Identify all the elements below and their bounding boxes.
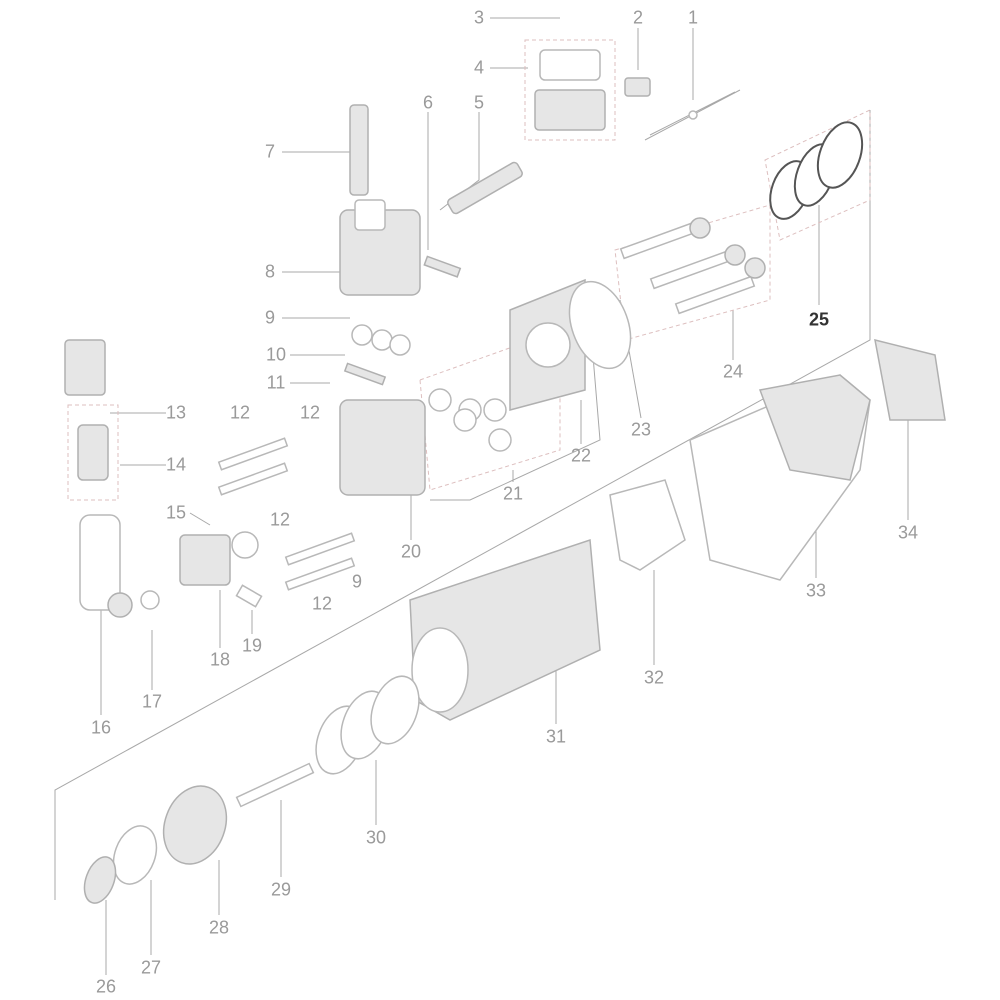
part-label-26[interactable]: 26: [95, 976, 117, 997]
part-label-17[interactable]: 17: [141, 691, 163, 712]
part-28-gear: [162, 785, 228, 865]
part-label-10[interactable]: 10: [265, 344, 287, 365]
part-23-oring: [568, 280, 632, 370]
part-20-pump-body: [339, 399, 426, 496]
part-21-seals: [428, 388, 512, 452]
part-16-inlet-pipe: [79, 514, 133, 618]
part-33-motor-housing: [689, 374, 871, 581]
part-label-21[interactable]: 21: [502, 483, 524, 504]
part-9-seals: [351, 324, 411, 356]
part-label-1[interactable]: 1: [687, 7, 699, 28]
part-32-ring: [609, 479, 686, 571]
part-label-12[interactable]: 12: [299, 402, 321, 423]
part-label-12[interactable]: 12: [229, 402, 251, 423]
part-label-16[interactable]: 16: [90, 717, 112, 738]
part-label-27[interactable]: 27: [140, 957, 162, 978]
part-label-25[interactable]: 25: [808, 309, 830, 330]
part-label-3[interactable]: 3: [473, 7, 485, 28]
part-14-fitting: [77, 424, 109, 481]
part-label-14[interactable]: 14: [165, 454, 187, 475]
part-22-housing: [509, 278, 586, 411]
part-1-cable: [644, 89, 741, 141]
part-label-9[interactable]: 9: [351, 571, 363, 592]
part-6-pin: [423, 255, 462, 278]
part-34-end-cap: [874, 338, 946, 421]
part-19-clip: [235, 584, 263, 608]
part-7-spring: [349, 104, 369, 196]
part-24-pistons: [619, 217, 766, 315]
part-5-valve: [447, 161, 523, 215]
part-label-4[interactable]: 4: [473, 57, 485, 78]
part-label-19[interactable]: 19: [241, 635, 263, 656]
part-label-6[interactable]: 6: [422, 92, 434, 113]
part-27-washer: [112, 825, 158, 885]
part-12-pistons: [217, 437, 356, 591]
part-2-switch: [624, 77, 651, 97]
part-label-18[interactable]: 18: [209, 649, 231, 670]
part-label-29[interactable]: 29: [270, 879, 292, 900]
part-8-head: [339, 199, 421, 296]
part-17-oring: [140, 590, 160, 610]
part-label-13[interactable]: 13: [165, 402, 187, 423]
part-label-28[interactable]: 28: [208, 917, 230, 938]
part-label-12[interactable]: 12: [311, 593, 333, 614]
part-label-11[interactable]: 11: [266, 372, 286, 393]
part-label-32[interactable]: 32: [643, 667, 665, 688]
part-18-cover: [179, 531, 259, 586]
part-label-30[interactable]: 30: [365, 827, 387, 848]
part-label-5[interactable]: 5: [473, 92, 485, 113]
part-30-bearing: [315, 675, 420, 775]
part-label-7[interactable]: 7: [264, 141, 276, 162]
part-label-8[interactable]: 8: [264, 261, 276, 282]
part-label-9[interactable]: 9: [264, 307, 276, 328]
part-13-connector: [64, 339, 106, 396]
part-label-2[interactable]: 2: [632, 7, 644, 28]
part-10-key: [343, 362, 387, 386]
part-4-cover-box: [534, 49, 606, 131]
part-label-20[interactable]: 20: [400, 541, 422, 562]
part-label-33[interactable]: 33: [805, 580, 827, 601]
part-label-23[interactable]: 23: [630, 419, 652, 440]
part-label-12[interactable]: 12: [269, 509, 291, 530]
part-label-34[interactable]: 34: [897, 522, 919, 543]
part-25-thrust-bearing: [769, 121, 864, 220]
part-label-31[interactable]: 31: [545, 726, 567, 747]
part-31-motor: [409, 538, 601, 721]
part-label-24[interactable]: 24: [722, 361, 744, 382]
part-label-22[interactable]: 22: [570, 445, 592, 466]
part-label-15[interactable]: 15: [165, 502, 187, 523]
part-26-cap: [83, 856, 117, 904]
part-29-shaft: [235, 762, 315, 808]
